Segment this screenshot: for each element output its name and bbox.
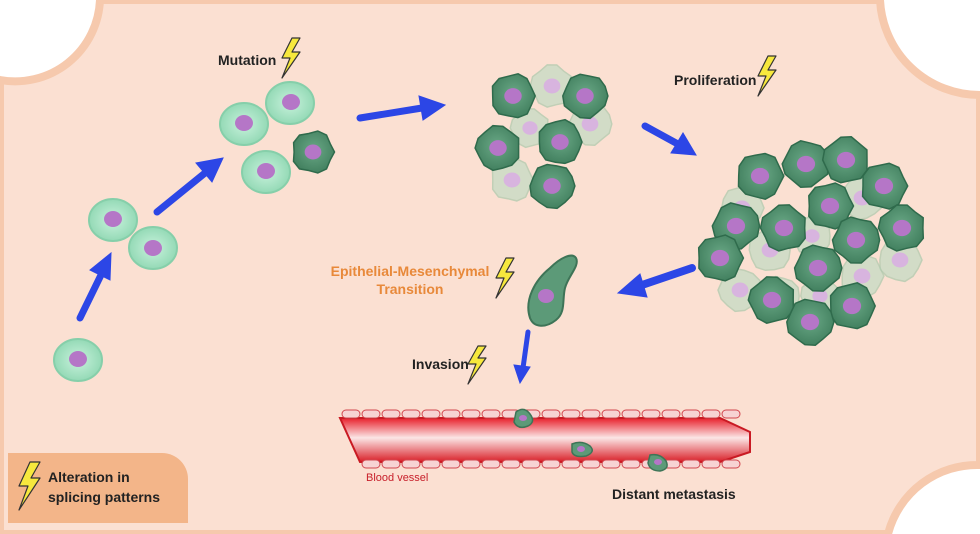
endothelial-cell [341,409,361,419]
endothelial-cell [581,409,601,419]
tumor-cell [781,140,831,188]
blood-vessel [338,409,751,469]
tumor-cell [829,281,877,330]
arrow-icon [641,122,697,156]
healthy-cell [241,150,291,194]
endothelial-cell [561,409,581,419]
endothelial-cell [381,409,401,419]
endothelial-cell [421,459,441,469]
endothelial-cell [461,409,481,419]
arrow-icon [153,157,224,216]
endothelial-cell [721,409,741,419]
tumor-cell [793,244,843,292]
endothelial-cell [361,409,381,419]
arrow-icon [76,251,112,322]
endothelial-cell [401,459,421,469]
healthy-cell [53,338,103,382]
endothelial-cell [481,409,501,419]
tumor-cell [529,163,576,210]
endothelial-cell [441,459,461,469]
endothelial-cell [541,409,561,419]
tumor-cell [821,136,868,184]
label-emt: Epithelial-Mesenchymal Transition [330,262,490,298]
tumor-cell [562,73,609,120]
tumor-cell [538,118,583,165]
legend-box [8,453,188,523]
legend: Alteration in splicing patterns [8,453,188,523]
endothelial-cell [481,459,501,469]
legend-text: Alteration in splicing patterns [48,467,160,507]
endothelial-cell [681,459,701,469]
tumor-cell [491,73,537,119]
tumor-cell [474,124,520,172]
endothelial-cell [581,459,601,469]
endothelial-cell [701,459,721,469]
dividing-cell [219,81,315,146]
tumor-cell [759,204,806,252]
dividing-cell [88,198,178,270]
lightning-bolt-icon [18,461,41,511]
tumor-cell [292,130,336,174]
lightning-bolt-icon [467,345,487,385]
endothelial-cell [721,459,741,469]
legend-line2: splicing patterns [48,489,161,505]
label-emt-line2: Transition [376,281,444,297]
arrow-icon [513,329,531,385]
endothelial-cell [661,409,681,419]
endothelial-cell [461,459,481,469]
endothelial-cell [501,459,521,469]
endothelial-cell [381,459,401,469]
tumor-cell [808,182,855,230]
lightning-bolt-icon [495,257,515,299]
endothelial-cell [641,409,661,419]
mutant-cells [292,64,925,346]
label-invasion: Invasion [412,356,469,372]
lightning-bolt-icon [281,37,301,79]
label-blood-vessel: Blood vessel [366,472,429,484]
endothelial-cell [401,409,421,419]
endothelial-cell [541,459,561,469]
endothelial-cell [621,459,641,469]
tumor-cell [747,276,795,325]
background-panel [0,0,100,82]
tumor-cell [877,204,925,252]
mesenchymal-cell [527,254,578,327]
arrow-icon [616,264,696,298]
label-proliferation: Proliferation [674,72,757,88]
circulating-tumor-cell [647,453,668,472]
tumor-cell [737,152,785,200]
tumor-cell [786,298,835,346]
endothelial-cell [441,409,461,419]
circulating-tumor-cell [513,408,534,429]
label-mutation: Mutation [218,52,277,68]
faded-tumor-cell [879,239,923,283]
tumor-cell [861,162,909,210]
label-distant-metastasis: Distant metastasis [612,486,736,502]
tumor-cell [697,234,745,282]
endothelial-cell [601,459,621,469]
faded-tumor-cell [491,158,535,202]
endothelial-cell [621,409,641,419]
endothelial-cell [701,409,721,419]
faded-tumor-cell [509,107,549,149]
lightning-bolt-icon [757,55,777,97]
label-emt-line1: Epithelial-Mesenchymal [330,263,490,279]
endothelial-cell [561,459,581,469]
arrow-icon [356,95,447,122]
legend-line1: Alteration in [48,469,130,485]
endothelial-cell [361,459,381,469]
endothelial-cell [521,459,541,469]
endothelial-cell [421,409,441,419]
tumor-cell [831,216,881,264]
circulating-tumor-cell [571,441,593,458]
endothelial-cell [681,409,701,419]
endothelial-cell [601,409,621,419]
